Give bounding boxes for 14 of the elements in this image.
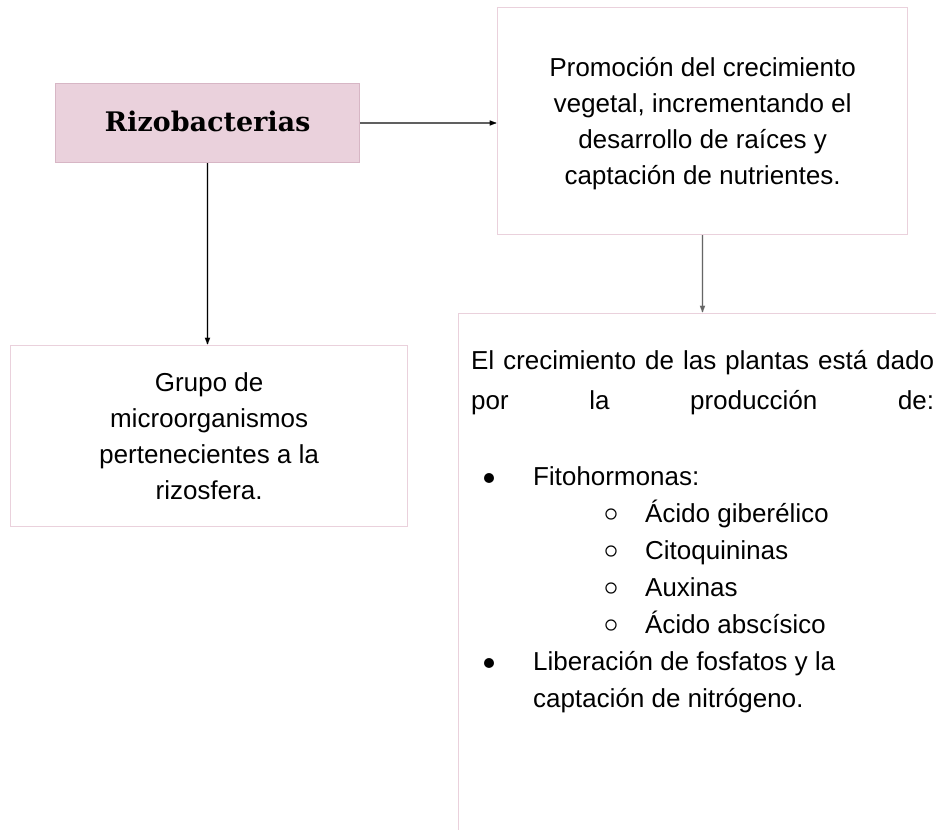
list-item: Auxinas [471, 569, 934, 606]
list-item: Ácido abscísico [471, 606, 934, 643]
list-item: Liberación de fosfatos y la captación de nitrógeno. [471, 643, 934, 717]
arrow [360, 120, 497, 126]
process-box: Grupo de microorganismos pertenecientes a la rizosfera. [10, 345, 408, 527]
arrow [700, 235, 706, 313]
list-item: Ácido giberélico [471, 495, 934, 532]
title-box: Rizobacterias [55, 83, 360, 163]
paragraph-text: El crecimiento de las plantas está dado por la producción de: [471, 344, 934, 417]
list-item: Citoquininas [471, 532, 934, 569]
process-box: Promoción del crecimiento vegetal, incrementando el desarrollo de raíces y captación de nutrientes. [497, 7, 908, 235]
arrow [204, 163, 210, 345]
content-box [458, 313, 936, 830]
list-item: Fitohormonas: [471, 458, 934, 495]
